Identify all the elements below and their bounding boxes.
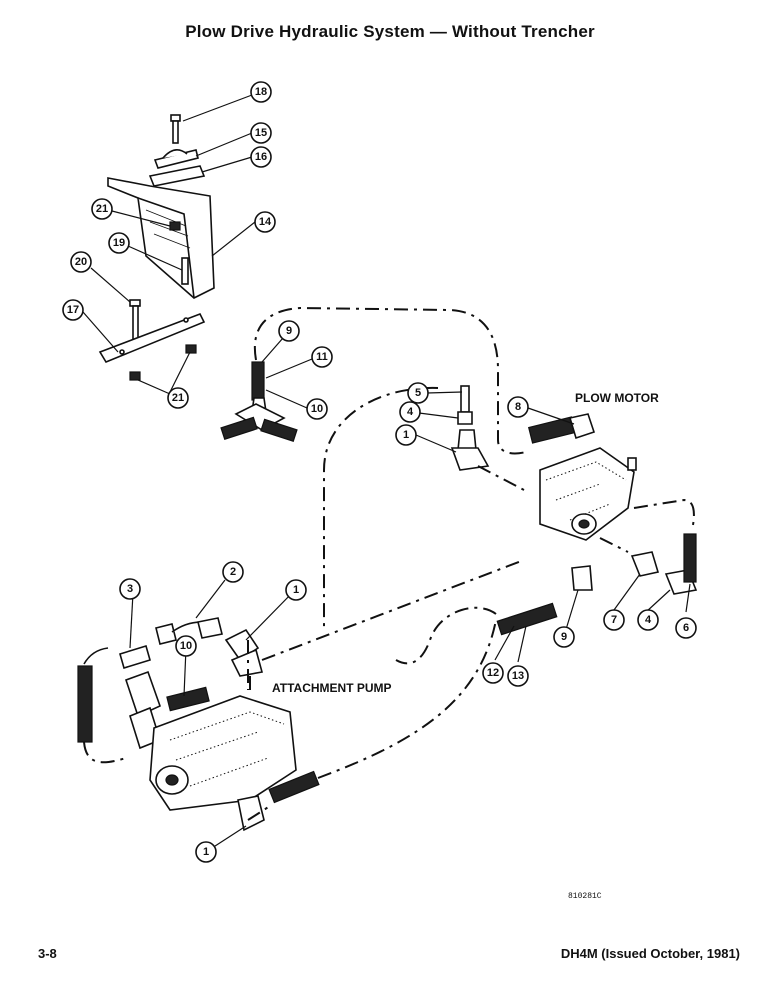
- callout-19: 19: [108, 232, 130, 254]
- callout-3: 3: [119, 578, 141, 600]
- svg-text:9: 9: [286, 325, 292, 337]
- svg-text:16: 16: [255, 151, 267, 163]
- callout-21-bar: 21: [167, 387, 189, 409]
- svg-text:9: 9: [561, 631, 567, 643]
- figure-number: 810281C: [568, 892, 602, 901]
- svg-text:19: 19: [113, 237, 125, 249]
- svg-text:21: 21: [172, 392, 184, 404]
- callout-13: 13: [507, 665, 529, 687]
- plow-motor-label: PLOW MOTOR: [575, 391, 659, 405]
- svg-text:4: 4: [407, 406, 414, 418]
- attachment-pump-label: ATTACHMENT PUMP: [272, 681, 392, 695]
- svg-text:6: 6: [683, 622, 689, 634]
- tee-hose-fitting: [220, 361, 298, 443]
- callout-8: 8: [507, 396, 529, 418]
- callout-12: 12: [482, 662, 504, 684]
- svg-text:10: 10: [180, 640, 192, 652]
- svg-text:1: 1: [403, 429, 409, 441]
- svg-text:8: 8: [515, 401, 521, 413]
- svg-text:4: 4: [645, 614, 652, 626]
- callout-2: 2: [222, 561, 244, 583]
- callout-21-bracket: 21: [91, 198, 113, 220]
- mounting-bracket: [98, 114, 215, 381]
- callout-17: 17: [62, 299, 84, 321]
- page-number: 3-8: [38, 946, 57, 961]
- svg-text:2: 2: [230, 566, 236, 578]
- callout-10-pump: 10: [175, 635, 197, 657]
- svg-text:7: 7: [611, 614, 617, 626]
- pump-side-fittings: [77, 617, 264, 743]
- motor-outlet-fittings: [571, 533, 698, 595]
- svg-text:15: 15: [255, 127, 267, 139]
- callout-18: 18: [250, 81, 272, 103]
- document-id: DH4M (Issued October, 1981): [560, 946, 740, 961]
- hose-12-13: [496, 602, 558, 636]
- callout-1-pump-bottom: 1: [195, 841, 217, 863]
- callout-14: 14: [254, 211, 276, 233]
- svg-text:18: 18: [255, 86, 267, 98]
- svg-text:13: 13: [512, 670, 524, 682]
- callout-9-bottom: 9: [553, 626, 575, 648]
- svg-text:3: 3: [127, 583, 133, 595]
- svg-text:5: 5: [415, 387, 421, 399]
- callout-10-top: 10: [306, 398, 328, 420]
- svg-text:1: 1: [203, 846, 209, 858]
- callout-1-motor: 1: [395, 424, 417, 446]
- callout-15: 15: [250, 122, 272, 144]
- callout-9-top: 9: [278, 320, 300, 342]
- callout-16: 16: [250, 146, 272, 168]
- callout-5: 5: [407, 382, 429, 404]
- hydraulic-lines: [83, 306, 695, 821]
- callout-20: 20: [70, 251, 92, 273]
- callout-6: 6: [675, 617, 697, 639]
- callout-1-pump-top: 1: [285, 579, 307, 601]
- svg-text:11: 11: [316, 351, 328, 363]
- callout-4-top: 4: [399, 401, 421, 423]
- svg-text:10: 10: [311, 403, 323, 415]
- callout-4-right: 4: [637, 609, 659, 631]
- svg-text:1: 1: [293, 584, 299, 596]
- svg-text:20: 20: [75, 256, 87, 268]
- motor-inlet-fittings: [450, 385, 490, 471]
- svg-text:12: 12: [487, 667, 499, 679]
- leader-lines: [82, 94, 691, 849]
- callout-7: 7: [603, 609, 625, 631]
- page-title: Plow Drive Hydraulic System — Without Tr…: [185, 22, 595, 41]
- callout-11: 11: [311, 346, 333, 368]
- svg-text:21: 21: [96, 203, 108, 215]
- attachment-pump: [124, 670, 320, 832]
- svg-text:14: 14: [259, 216, 272, 228]
- svg-text:17: 17: [67, 304, 79, 316]
- plow-motor: [527, 413, 637, 541]
